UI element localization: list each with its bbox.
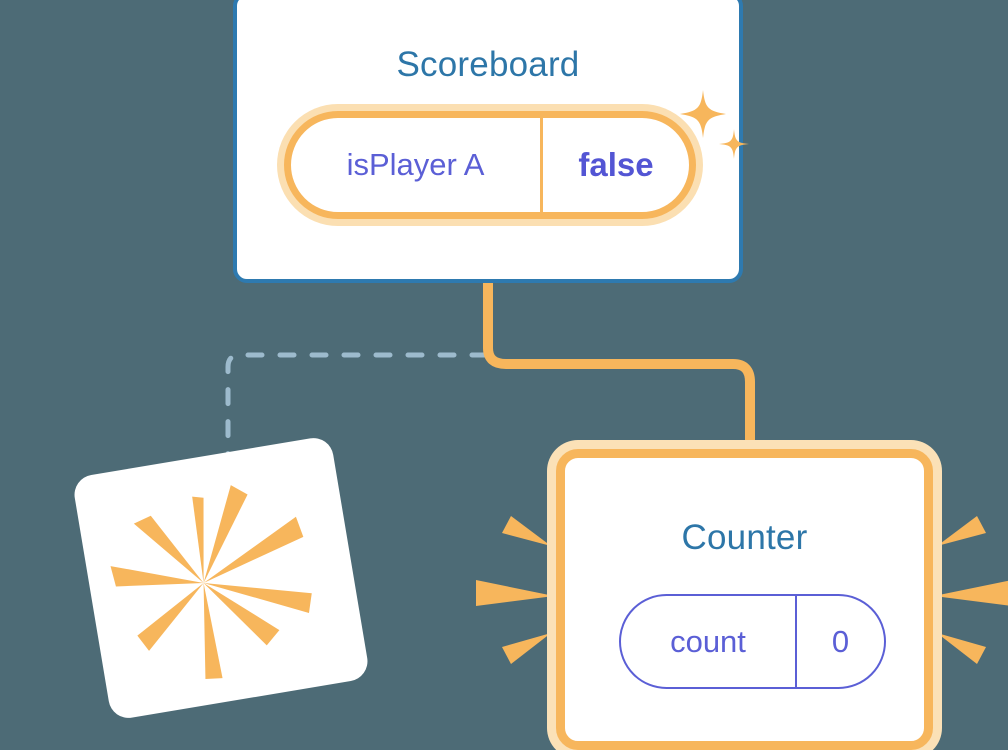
counter-state-pill[interactable]: count 0 <box>619 594 886 689</box>
burst-left-of-counter <box>476 516 554 664</box>
scoreboard-card[interactable]: Scoreboard isPlayer A false <box>233 0 743 283</box>
counter-state-value: 0 <box>831 623 850 659</box>
burst-ray <box>192 496 204 583</box>
radial-burst-group <box>110 485 312 679</box>
burst-ray <box>937 633 986 664</box>
burst-ray <box>203 485 248 583</box>
scoreboard-state-value: false <box>578 146 654 183</box>
burst-ray <box>937 516 986 546</box>
burst-ray <box>203 582 280 646</box>
burst-ray <box>934 580 1008 606</box>
counter-title: Counter <box>681 518 808 557</box>
burst-ray <box>502 633 551 664</box>
burst-ray <box>133 515 204 583</box>
burst-ray <box>502 516 551 546</box>
solid-connector-to-counter <box>483 283 755 466</box>
burst-ray <box>203 516 304 583</box>
burst-ray <box>203 582 223 679</box>
scoreboard-state-key: isPlayer A <box>291 118 543 212</box>
burst-ray <box>110 566 204 587</box>
counter-state-key: count <box>621 596 797 687</box>
burst-ray <box>476 580 554 606</box>
scoreboard-state-pill[interactable]: isPlayer A false <box>284 111 696 219</box>
counter-card[interactable]: Counter count 0 <box>556 449 933 750</box>
burst-right-of-counter <box>934 516 1008 664</box>
blank-rotated-card[interactable] <box>71 435 371 721</box>
burst-ray <box>203 582 312 613</box>
scoreboard-title: Scoreboard <box>396 45 580 84</box>
burst-ray <box>137 582 204 651</box>
